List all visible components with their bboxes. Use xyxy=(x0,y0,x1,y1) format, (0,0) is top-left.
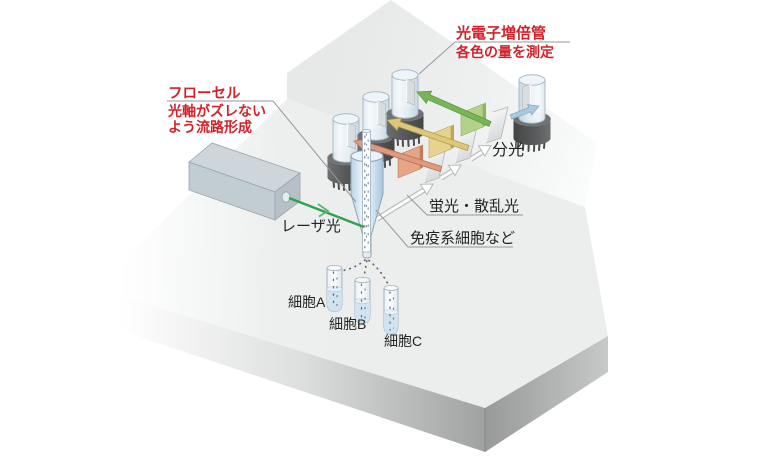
collection-tube-b xyxy=(354,277,371,325)
split-label: 分光 xyxy=(492,141,524,159)
sample-cells-dots xyxy=(364,133,369,249)
backdrop xyxy=(95,0,608,452)
arrow-yellow xyxy=(386,117,470,152)
pmt-label-title: 光電子増倍管 xyxy=(455,24,546,42)
leader-fluor xyxy=(406,194,523,216)
split-arrow-group xyxy=(353,90,540,173)
tube-c-label: 細胞C xyxy=(384,333,422,349)
sample-tube-cap xyxy=(362,129,371,133)
sample-stream-tube xyxy=(362,129,371,253)
tube-a-label: 細胞A xyxy=(288,294,326,310)
leader-lines xyxy=(167,41,570,248)
collection-tube-c xyxy=(383,285,399,335)
flow-cell-label-line2: 光軸がズレない xyxy=(167,103,266,119)
scatter-beam xyxy=(375,144,492,222)
laser-source xyxy=(188,142,301,221)
flow-cell-label-line3: よう流路形成 xyxy=(168,119,252,135)
flow-cell-label-title: フローセル xyxy=(168,85,241,102)
platform-side-right xyxy=(485,336,608,452)
leader-flow-cell xyxy=(167,100,357,203)
leader-pmt xyxy=(418,41,570,75)
arrow-blue xyxy=(509,104,540,120)
laser-aperture xyxy=(281,191,291,203)
laser-beam xyxy=(288,196,365,229)
tube-b-label: 細胞B xyxy=(329,316,366,332)
platform-side-left xyxy=(95,288,485,452)
pmt-label-line2: 各色の量を測定 xyxy=(455,44,554,60)
leader-cells xyxy=(375,209,513,248)
fluor-label: 蛍光・散乱光 xyxy=(429,198,519,215)
flow-cell xyxy=(350,129,384,259)
labels: フローセル 光軸がズレない よう流路形成 光電子増倍管 各色の量を測定 分光 蛍… xyxy=(167,24,554,349)
cells-label: 免疫系細胞など xyxy=(410,230,515,247)
arrow-green xyxy=(416,90,492,127)
laser-label: レーザ光 xyxy=(281,218,341,235)
pmt-3 xyxy=(385,68,425,147)
collection-tube-a xyxy=(326,265,343,313)
